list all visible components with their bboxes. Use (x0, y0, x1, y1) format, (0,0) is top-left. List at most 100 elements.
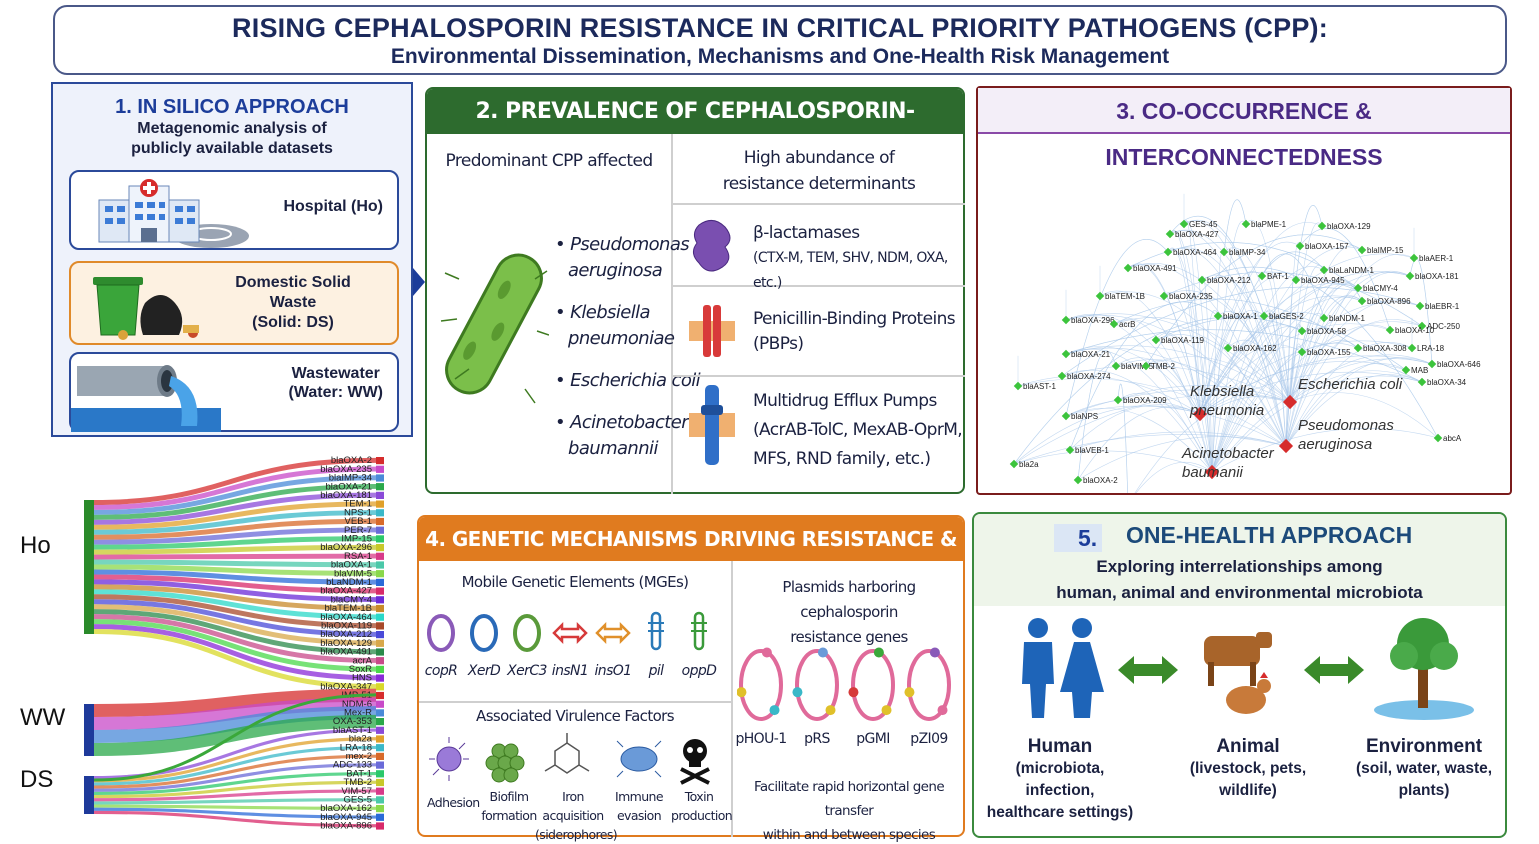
network-edge (1113, 298, 1359, 349)
network-edge (1211, 375, 1423, 473)
plasmid-label: pGMI (856, 731, 890, 747)
network-edge (1285, 357, 1433, 447)
vf-label: Adhesion (427, 795, 480, 810)
plasmid-label: pZI09 (910, 731, 948, 747)
sankey-target-bar (376, 709, 384, 717)
gene-node (1353, 283, 1363, 293)
network-edge (1065, 389, 1291, 417)
sankey-target-label: blaOXA-235 (320, 464, 372, 475)
network-edge (1211, 246, 1363, 473)
pathogen-node-label: Pseudomonas (1298, 417, 1394, 434)
page-title: RISING CEPHALOSPORIN RESISTANCE IN CRITI… (232, 13, 1328, 43)
network-edge (1163, 271, 1423, 327)
panel3-heading: 3. CO-OCCURRENCE & INTERCONNECTEDNESS (978, 88, 1510, 170)
gene-node-label: blaVEB-1 (1075, 446, 1109, 455)
sankey-flow (93, 579, 377, 603)
sankey-target-label: VEB-1 (345, 516, 372, 527)
gene-node-label: blaTEM-1B (1105, 292, 1145, 301)
sankey-target-label: NDM-6 (342, 699, 372, 710)
sankey-flow (93, 483, 377, 520)
sankey-target-label: TMB-2 (344, 777, 373, 788)
pathogen-node (1278, 438, 1294, 454)
col-cpp-title: Predominant CPP affected (445, 151, 653, 171)
network-edge (1211, 272, 1411, 473)
network-edge (1169, 230, 1213, 473)
sankey-target-label: mex-2 (346, 751, 372, 762)
col-det-title-1: High abundance of (743, 148, 895, 168)
gene-node-label: blaVIM-5 (1121, 362, 1154, 371)
sankey-flow (93, 518, 377, 540)
network-edge (1245, 219, 1291, 403)
network-edge (1167, 247, 1291, 403)
network-edge (1065, 329, 1423, 383)
sankey-target-bar (376, 665, 384, 673)
sankey-flow (93, 714, 377, 756)
sankey-target-label: blaOXA-945 (320, 812, 372, 823)
sankey-target-bar (376, 648, 384, 656)
sankey-flow (93, 544, 377, 555)
ww-label-2: (Water: WW) (288, 384, 384, 401)
gene-node (1427, 359, 1437, 369)
network-edge (1201, 276, 1213, 473)
network-edge (1127, 242, 1359, 289)
network-edge (1285, 325, 1303, 447)
vf-label: Iron acquisition (542, 789, 604, 823)
sankey-target-label: blaAST-1 (333, 725, 372, 736)
panel1-sub1: Metagenomic analysis of (137, 120, 327, 137)
sankey-target-bar (376, 674, 384, 682)
network-edge (1145, 360, 1213, 473)
gene-node (1197, 275, 1207, 285)
sankey-target-bar (376, 735, 384, 743)
wastewater-card: Wastewater (Water: WW) (69, 352, 399, 432)
source-label-ww: WW (20, 704, 66, 731)
gene-node (1123, 263, 1133, 273)
panel4-heading: 4. GENETIC MECHANISMS DRIVING RESISTANCE… (419, 517, 963, 595)
human-title: Human (1027, 736, 1093, 757)
immune-evasion-icon (616, 740, 662, 778)
gene-node-label: blaOXA-491 (1133, 264, 1177, 273)
network-edge (1261, 253, 1325, 319)
gene-node-label: blaLaNDM-1 (1329, 266, 1374, 275)
plasmid-icon (851, 649, 895, 721)
efflux-pump-icon (689, 385, 735, 465)
cow-icon (1204, 632, 1272, 686)
panel1-sub2: publicly available datasets (131, 140, 333, 157)
hospital-label: Hospital (Ho) (283, 198, 383, 215)
sankey-flow (93, 584, 377, 611)
network-edge (1135, 462, 1213, 493)
sankey-target-bar (376, 770, 384, 778)
gene-node-label: blaIMP-15 (1367, 246, 1404, 255)
sankey-flow (93, 780, 377, 799)
gene-node (1259, 311, 1269, 321)
network-edge (1065, 405, 1287, 447)
sankey-target-bar (376, 604, 384, 613)
mge-icons (427, 611, 707, 652)
sankey-flow (93, 599, 377, 637)
sankey-target-bar (376, 691, 384, 700)
sankey-flow (93, 501, 377, 530)
sankey-target-bar (376, 535, 384, 543)
enzyme-icon (693, 220, 731, 272)
sankey-target-bar (376, 787, 384, 795)
pathogen-node-label: Acinetobacter (1182, 445, 1274, 462)
sankey-target-bar (376, 465, 384, 473)
gene-node-label: blaOXA-945 (1301, 276, 1345, 285)
network-edge (1199, 355, 1433, 415)
sankey-target-label: HNS (352, 673, 372, 684)
gene-node-label: blaOXA-235 (1169, 292, 1213, 301)
sankey-target-bar (376, 491, 384, 499)
gene-node (1141, 361, 1151, 371)
gene-node (1295, 241, 1305, 251)
ds-label-1: Domestic Solid (235, 274, 351, 291)
gene-node (1151, 335, 1161, 345)
sankey-target-bar (376, 726, 384, 734)
sankey-target-bar (376, 761, 384, 769)
sankey-flow (93, 569, 377, 585)
bacterium-icon (440, 253, 549, 404)
det-row-efflux: Multidrug Efflux Pumps (AcrAB-TolC, MexA… (673, 379, 965, 494)
network-edge (1117, 385, 1291, 403)
sankey-flow (93, 688, 377, 717)
sankey-target-bar (376, 744, 384, 752)
sankey-target-bar (376, 622, 384, 630)
mge-icon (595, 621, 631, 645)
